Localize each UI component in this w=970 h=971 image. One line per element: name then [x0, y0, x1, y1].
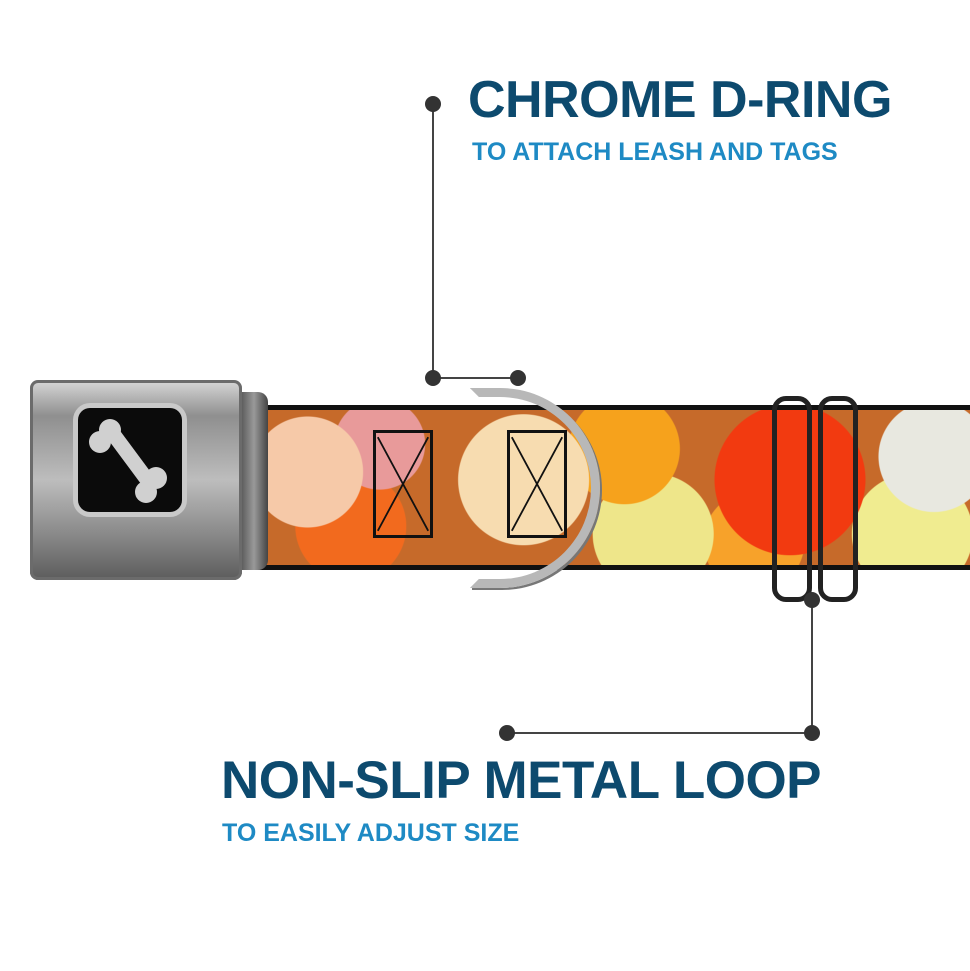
loop-title: NON-SLIP METAL LOOP: [221, 751, 822, 810]
seatbelt-buckle: [30, 380, 242, 580]
loop-subtitle: TO EASILY ADJUST SIZE: [222, 819, 520, 847]
leader-dot: [510, 370, 526, 386]
leader-dot: [499, 725, 515, 741]
leader-line: [432, 377, 518, 379]
leader-dot: [425, 96, 441, 112]
buckle-logo-plate: [78, 408, 182, 512]
buckle-latch: [240, 392, 268, 570]
leader-dot: [804, 725, 820, 741]
leader-dot: [804, 592, 820, 608]
metal-loop: [772, 396, 812, 602]
collar-strap: [250, 405, 970, 570]
leader-line: [507, 732, 812, 734]
leader-dot: [425, 370, 441, 386]
leader-line: [811, 600, 813, 733]
metal-loop: [818, 396, 858, 602]
leader-line: [432, 104, 434, 378]
pattern-mark: [373, 430, 433, 538]
bone-icon: [89, 419, 167, 503]
d-ring-title: CHROME D-RING: [468, 71, 892, 129]
d-ring-subtitle: TO ATTACH LEASH AND TAGS: [472, 138, 838, 166]
